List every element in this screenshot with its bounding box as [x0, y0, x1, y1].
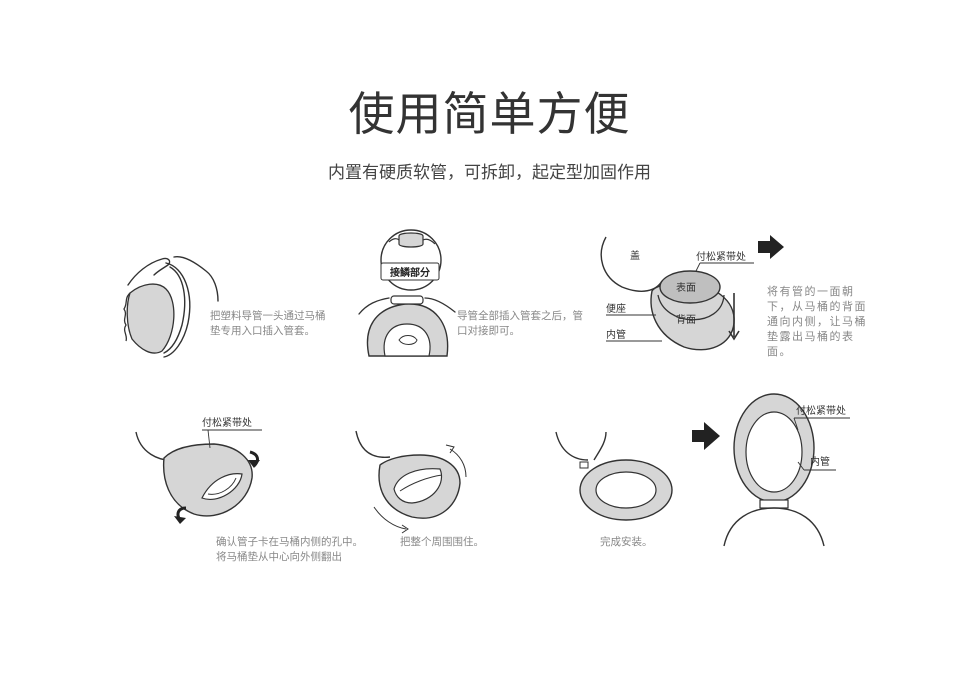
step-5-illustration — [355, 430, 467, 534]
caption-line: 将有管的一面朝 — [767, 285, 855, 298]
page-title: 使用简单方便 — [348, 87, 631, 141]
caption-line: 导管全部插入管套之后，管 — [457, 310, 583, 322]
page-subtitle: 内置有硬质软管，可拆卸，起定型加固作用 — [328, 163, 651, 183]
step-3-caption: 将有管的一面朝 下，从马桶的背面 通向内侧，让马桶 垫露出马桶的表 面。 — [767, 284, 867, 359]
caption-line: 垫露出马桶的表 — [767, 330, 855, 343]
caption-line: 面。 — [767, 345, 792, 358]
caption-line: 完成安装。 — [600, 536, 653, 548]
label-loosen-point: 付松紧带处 — [202, 416, 252, 429]
caption-line: 垫专用入口插入管套。 — [210, 325, 315, 337]
label-tube: 内管 — [810, 455, 830, 468]
label-front-face: 表面 — [676, 281, 696, 294]
caption-line: 将马桶垫从中心向外侧翻出 — [216, 551, 342, 563]
caption-line: 下，从马桶的背面 — [767, 300, 867, 313]
label-lid: 盖 — [630, 249, 640, 262]
step-6-caption: 完成安装。 — [600, 535, 653, 550]
step-6-illustration — [555, 431, 673, 521]
step-3-illustration: 盖 表面 背面 付松紧带处 便座 内管 — [600, 235, 784, 351]
step-4-illustration: 付松紧带处 — [135, 416, 262, 524]
step-1-illustration — [123, 256, 219, 358]
step-7-illustration: 付松紧带处 内管 — [692, 393, 850, 547]
label-tube: 内管 — [606, 328, 626, 341]
caption-line: 把塑料导管一头通过马桶 — [210, 310, 326, 322]
step-5-caption: 把整个周围围住。 — [400, 535, 484, 550]
label-loosen-point: 付松紧带处 — [696, 250, 746, 263]
step-1-caption: 把塑料导管一头通过马桶 垫专用入口插入管套。 — [210, 309, 326, 339]
label-loosen-point: 付松紧带处 — [796, 404, 846, 417]
step-2-illustration: 接鳞部分 — [358, 229, 456, 357]
caption-line: 通向内侧，让马桶 — [767, 315, 867, 328]
step-4-caption: 确认管子卡在马桶内侧的孔中。 将马桶垫从中心向外侧翻出 — [216, 535, 363, 565]
caption-line: 口对接即可。 — [457, 325, 520, 337]
caption-line: 把整个周围围住。 — [400, 536, 484, 548]
label-seat: 便座 — [606, 302, 626, 315]
joint-callout-label: 接鳞部分 — [390, 266, 430, 279]
label-back-face: 背面 — [676, 313, 696, 326]
caption-line: 确认管子卡在马桶内侧的孔中。 — [216, 536, 363, 548]
step-2-caption: 导管全部插入管套之后，管 口对接即可。 — [457, 309, 583, 339]
